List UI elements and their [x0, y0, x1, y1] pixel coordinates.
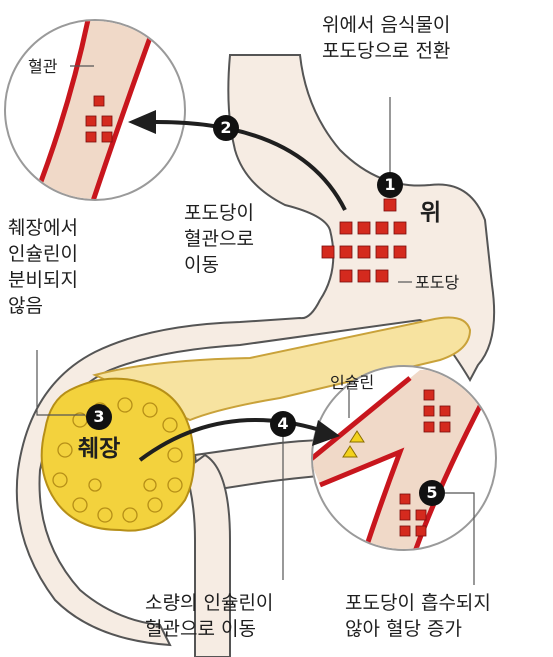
glucose-square [375, 221, 389, 235]
label-glucose: 포도당 [415, 273, 460, 292]
glucose-square [85, 115, 97, 127]
label-pancreas: 췌장 [78, 436, 121, 462]
glucose-square [383, 198, 397, 212]
glucose-square [375, 269, 389, 283]
glucose-square [415, 525, 427, 537]
glucose-square [85, 131, 97, 143]
glucose-square [339, 269, 353, 283]
insulin-triangle [342, 445, 358, 458]
glucose-square [339, 245, 353, 259]
step-1-marker: 1 [377, 172, 403, 198]
label-glucose-not-absorbed: 포도당이 흡수되지 않아 혈당 증가 [345, 592, 491, 640]
glucose-square [399, 509, 411, 521]
insulin-triangle [349, 430, 365, 443]
step-3-marker: 3 [86, 404, 112, 430]
glucose-square [423, 405, 435, 417]
pancreas-body [92, 316, 472, 422]
glucose-square [375, 245, 389, 259]
glucose-square [399, 493, 411, 505]
glucose-square [101, 131, 113, 143]
glucose-square [393, 245, 407, 259]
glucose-square [357, 269, 371, 283]
stomach-outline [15, 54, 496, 647]
label-insulin: 인슐린 [330, 373, 375, 392]
arrow-glucose-to-vessel [149, 119, 347, 211]
glucose-square [415, 509, 427, 521]
glucose-square [439, 405, 451, 417]
step-5-marker: 5 [419, 480, 445, 506]
glucose-square [357, 245, 371, 259]
label-blood-vessel: 혈관 [28, 57, 58, 76]
step-4-marker: 4 [270, 411, 296, 437]
label-insulin-small-to-vessel: 소량의 인슐린이 혈관으로 이동 [145, 592, 274, 640]
label-pancreas-no-secretion: 췌장에서 인슐린이 분비되지 않음 [8, 217, 78, 317]
glucose-square [399, 525, 411, 537]
glucose-square [423, 389, 435, 401]
label-stomach: 위 [420, 200, 442, 226]
glucose-square [339, 221, 353, 235]
glucose-square [423, 421, 435, 433]
step-2-marker: 2 [213, 115, 239, 141]
pancreas-head [40, 377, 195, 532]
glucose-square [321, 245, 335, 259]
label-stomach-convert: 위에서 음식물이 포도당으로 전환 [322, 14, 451, 62]
glucose-square [439, 421, 451, 433]
glucose-square [101, 115, 113, 127]
glucose-square [93, 95, 105, 107]
label-glucose-to-vessel: 포도당이 혈관으로 이동 [184, 202, 254, 276]
glucose-square [357, 221, 371, 235]
glucose-square [393, 221, 407, 235]
